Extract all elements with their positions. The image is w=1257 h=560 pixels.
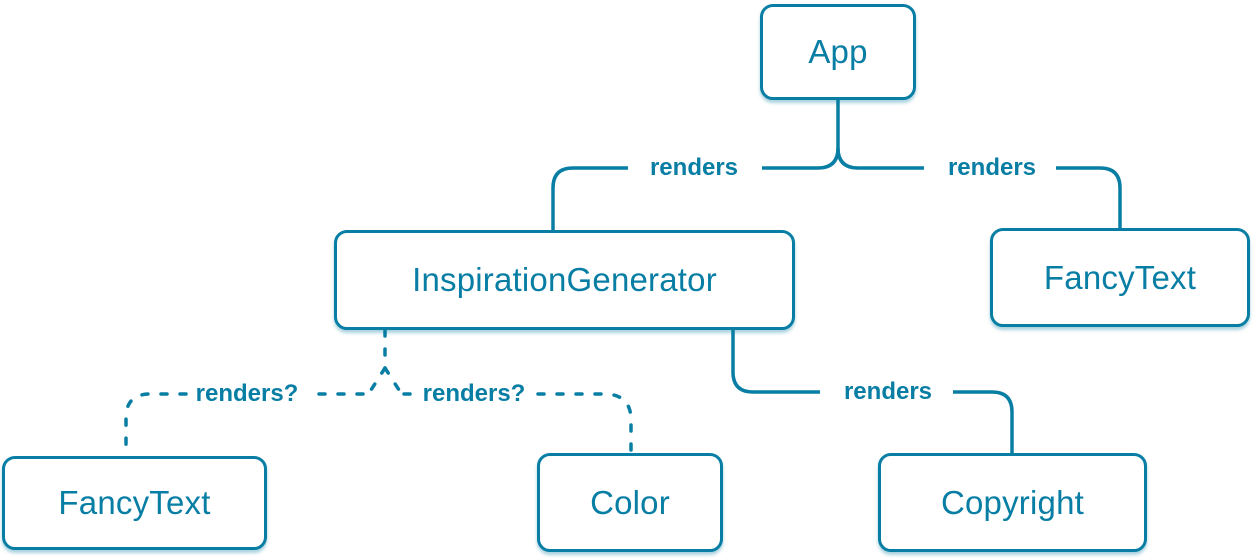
node-fancy-text-top-label: FancyText <box>1043 258 1197 296</box>
edge-label-app-fancy-text: renders <box>947 154 1037 181</box>
node-copyright: Copyright <box>878 453 1147 552</box>
edge-dashed-junction-right-diagonal <box>383 366 401 392</box>
edge-label-inspiration-generator-fancy-text: renders? <box>195 380 299 407</box>
node-inspiration-generator: InspirationGenerator <box>334 230 795 330</box>
edge-app-to-inspiration-generator-left <box>762 147 840 170</box>
edge-inspiration-generator-to-fancy-text-left <box>124 392 188 458</box>
edge-app-to-fancy-text-right <box>1056 166 1122 228</box>
node-fancy-text-bottom: FancyText <box>2 456 267 550</box>
edge-label-inspiration-generator-copyright: renders <box>843 378 933 405</box>
edge-label-inspiration-generator-color: renders? <box>422 380 526 407</box>
edge-inspiration-generator-to-copyright-right <box>953 390 1014 453</box>
node-color-label: Color <box>590 483 670 521</box>
edge-dashed-junction-left-diagonal <box>369 366 387 392</box>
edge-inspiration-generator-to-copyright-left <box>731 330 820 394</box>
node-color: Color <box>537 453 723 552</box>
node-app: App <box>760 4 916 100</box>
edge-app-to-inspiration-generator-right <box>551 166 628 230</box>
node-fancy-text-top: FancyText <box>990 228 1250 327</box>
node-copyright-label: Copyright <box>940 483 1085 521</box>
node-inspiration-generator-label: InspirationGenerator <box>412 261 717 298</box>
node-fancy-text-bottom-label: FancyText <box>58 484 211 521</box>
edge-label-app-inspiration-generator: renders <box>649 154 739 181</box>
edge-inspiration-generator-to-color-right <box>536 392 633 455</box>
node-app-label: App <box>808 33 868 70</box>
edge-app-to-fancy-text-left <box>836 147 924 170</box>
